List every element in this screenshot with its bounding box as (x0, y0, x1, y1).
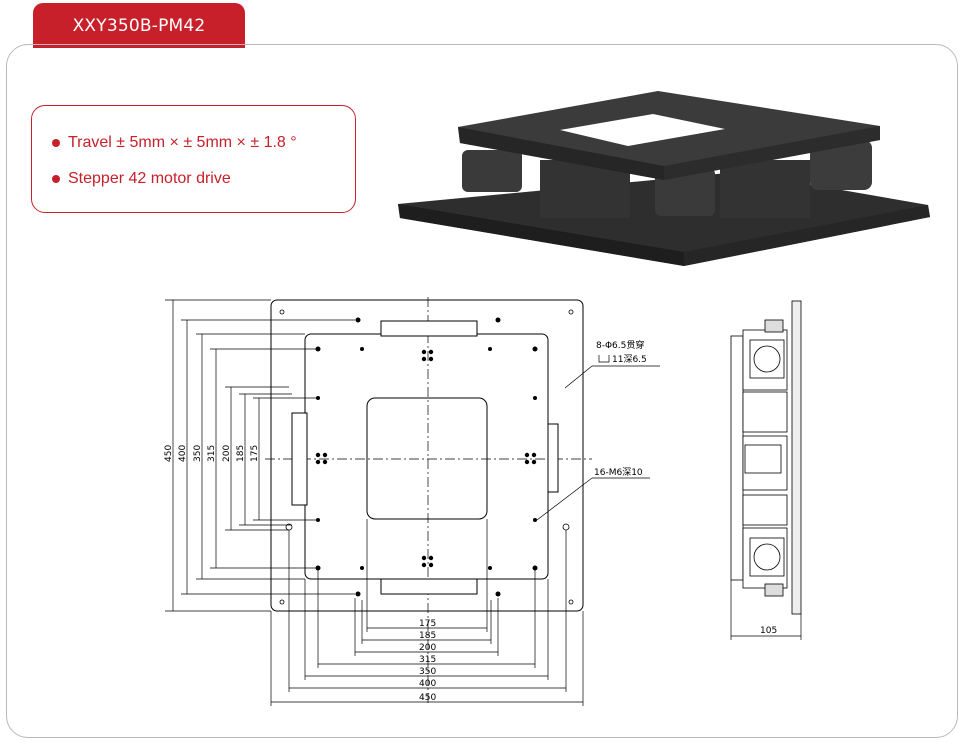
content-frame (6, 44, 958, 738)
hdim-450: 450 (419, 693, 436, 703)
vdim-315: 315 (207, 445, 217, 462)
side-view (730, 300, 802, 615)
side-width-dimension (730, 580, 802, 640)
hdim-400: 400 (419, 679, 436, 689)
model-tab: XXY350B-PM42 (33, 3, 245, 48)
model-title: XXY350B-PM42 (72, 15, 206, 36)
corner-holes (279, 309, 574, 605)
top-plate-outline (304, 333, 549, 580)
bullet-icon (52, 139, 60, 147)
vdim-200: 200 (222, 445, 232, 462)
base-plate-outline (270, 299, 584, 612)
horizontal-dimensions (270, 519, 584, 706)
vdim-350: 350 (193, 445, 203, 462)
hdim-350: 350 (419, 667, 436, 677)
note-tapped-holes: 16-M6深10 (594, 467, 643, 478)
hdim-315: 315 (419, 655, 436, 665)
hole-notes (536, 355, 660, 521)
vdim-175: 175 (250, 445, 260, 462)
feature-travel: Travel ± 5mm × ± 5mm × ± 1.8 ° (52, 134, 297, 152)
features-box: Travel ± 5mm × ± 5mm × ± 1.8 ° Stepper 4… (31, 105, 356, 213)
vdim-185: 185 (236, 445, 246, 462)
hdim-175: 175 (419, 619, 436, 629)
horizontal-dim-labels: 175 185 200 315 350 400 450 (419, 619, 436, 703)
feature-motor: Stepper 42 motor drive (52, 170, 231, 188)
note-counterbore: 11深6.5 (612, 354, 647, 365)
mounting-holes (315, 317, 538, 597)
hdim-185: 185 (419, 631, 436, 641)
product-render (398, 91, 930, 266)
vdim-450: 450 (164, 445, 174, 462)
hdim-200: 200 (419, 643, 436, 653)
vertical-dim-labels: 450 400 350 315 200 185 175 (164, 445, 260, 462)
note-thru-holes: 8-Φ6.5贯穿 (596, 339, 644, 351)
bullet-icon (52, 175, 60, 183)
vdim-400: 400 (178, 445, 188, 462)
side-dim-105: 105 (760, 626, 777, 636)
top-view (265, 297, 592, 705)
feature-motor-text: Stepper 42 motor drive (68, 170, 231, 187)
vertical-dimensions (165, 299, 355, 612)
center-aperture (366, 397, 488, 520)
feature-travel-text: Travel ± 5mm × ± 5mm × ± 1.8 ° (68, 134, 297, 151)
